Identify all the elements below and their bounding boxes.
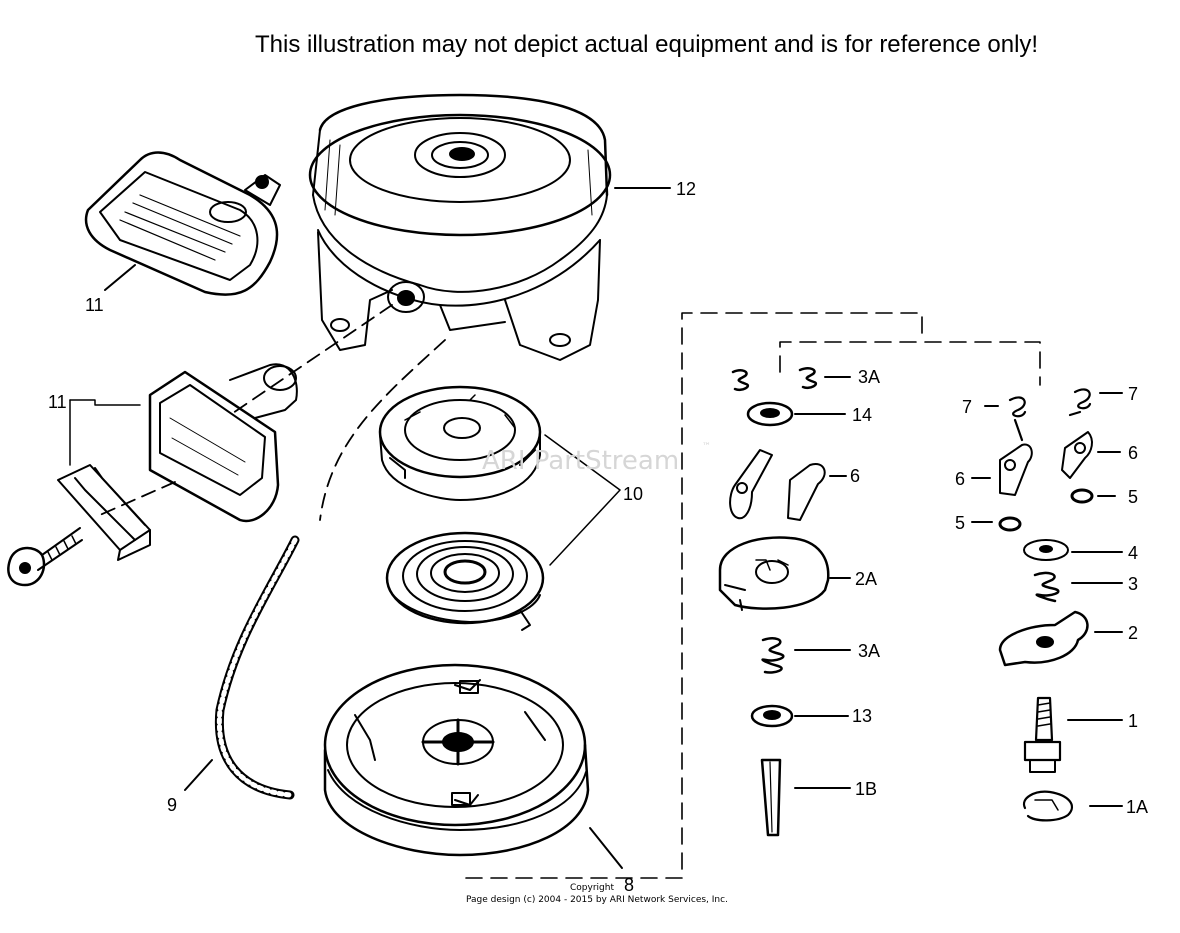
watermark-text: ARI PartStream bbox=[482, 446, 680, 476]
callout-2: 2 bbox=[1128, 623, 1139, 643]
callout-5-left: 5 bbox=[955, 513, 966, 533]
leader-8 bbox=[589, 827, 623, 869]
recoil-spring bbox=[385, 531, 545, 631]
callout-7-left: 7 bbox=[962, 397, 973, 417]
callout-3a-top: 3A bbox=[858, 367, 881, 387]
callout-1b: 1B bbox=[855, 779, 878, 799]
rope-screw bbox=[7, 527, 83, 587]
callout-9: 9 bbox=[167, 795, 178, 815]
starter-handle-flat bbox=[84, 151, 281, 296]
starter-housing bbox=[308, 93, 612, 361]
starter-rope bbox=[214, 535, 300, 800]
callout-12: 12 bbox=[676, 179, 697, 199]
callout-10: 10 bbox=[623, 484, 644, 504]
pawl-kit-left-parts bbox=[718, 367, 851, 837]
callout-1a: 1A bbox=[1126, 797, 1149, 817]
watermark-trademark: ™ bbox=[702, 442, 711, 452]
callout-5-right: 5 bbox=[1128, 487, 1139, 507]
spring-cover bbox=[378, 385, 542, 501]
leader-11-top bbox=[104, 264, 136, 291]
callout-6-mid: 6 bbox=[850, 466, 861, 486]
copyright-word: Copyright bbox=[570, 883, 614, 893]
callout-6-left: 6 bbox=[955, 469, 966, 489]
starter-handle-grip bbox=[148, 363, 298, 523]
callout-2a: 2A bbox=[855, 569, 878, 589]
callout-8: 8 bbox=[624, 875, 635, 895]
leader-9 bbox=[184, 759, 213, 791]
rope-retainer bbox=[57, 464, 151, 561]
callout-3: 3 bbox=[1128, 574, 1139, 594]
callout-3a-mid: 3A bbox=[858, 641, 881, 661]
pulley bbox=[323, 663, 590, 857]
pawl-kit-right-parts bbox=[971, 388, 1123, 822]
copyright-line: Page design (c) 2004 - 2015 by ARI Netwo… bbox=[466, 895, 728, 905]
callout-11-top: 11 bbox=[85, 295, 104, 315]
callout-4: 4 bbox=[1128, 543, 1139, 563]
pawl-kit-boundary bbox=[465, 312, 1041, 879]
callout-6-right: 6 bbox=[1128, 443, 1139, 463]
callout-7-right: 7 bbox=[1128, 384, 1139, 404]
leader-11-left bbox=[69, 399, 141, 406]
callout-14: 14 bbox=[852, 405, 873, 425]
callout-13: 13 bbox=[852, 706, 873, 726]
callout-1: 1 bbox=[1128, 711, 1139, 731]
disclaimer-text: This illustration may not depict actual … bbox=[255, 31, 1039, 58]
leader-10 bbox=[544, 434, 621, 566]
callout-11-left: 11 bbox=[48, 392, 67, 412]
assembly-lines bbox=[99, 304, 446, 521]
